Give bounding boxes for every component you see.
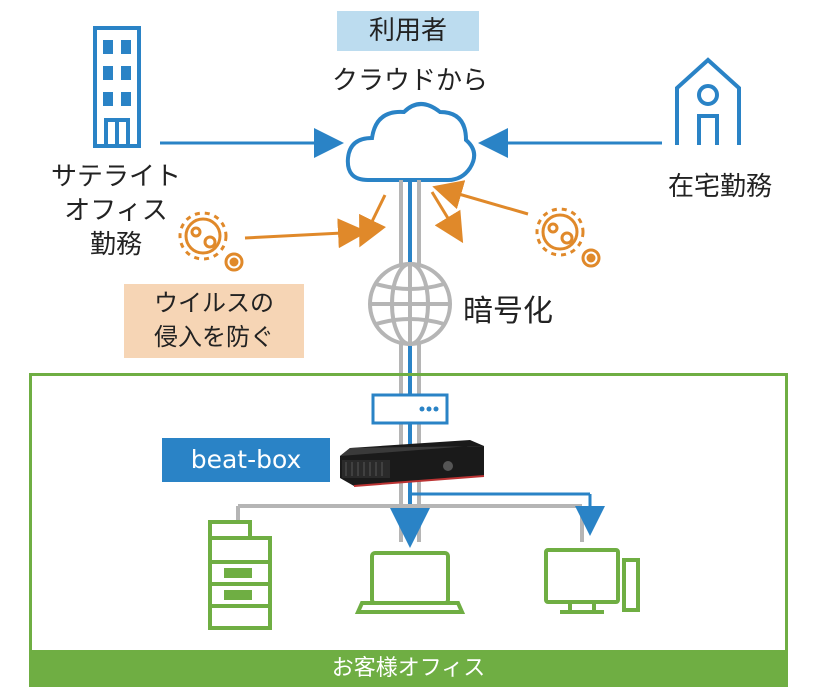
customer-office-label: お客様オフィス	[29, 650, 788, 687]
from-cloud-label: クラウドから	[331, 66, 488, 96]
laptop-icon	[354, 551, 466, 614]
satellite-office-line: オフィス	[64, 196, 168, 226]
printer-icon	[208, 520, 272, 630]
beat-box-label: beat-box	[162, 438, 330, 482]
globe-icon	[368, 262, 452, 346]
customer-office-frame	[29, 373, 788, 687]
virus-line: 侵入を防ぐ	[154, 323, 274, 351]
virus-gear-icon	[535, 207, 601, 268]
user-label: 利用者	[337, 11, 479, 51]
satellite-office-line: 勤務	[89, 230, 142, 260]
cloud-icon	[345, 102, 477, 182]
satellite-office-line: サテライト	[50, 162, 181, 192]
router-icon	[371, 393, 449, 425]
office-building-icon	[93, 26, 141, 148]
beat-box-device	[340, 440, 485, 487]
encryption-label: 暗号化	[463, 294, 553, 329]
satellite-office-label: サテライト オフィス 勤務	[36, 160, 196, 262]
remote-work-label: 在宅勤務	[667, 172, 772, 202]
virus-gear-icon	[178, 211, 244, 272]
virus-line: ウイルスの	[154, 289, 274, 317]
house-icon	[675, 57, 741, 145]
desktop-pc-icon	[544, 548, 640, 614]
virus-protection-label: ウイルスの 侵入を防ぐ	[124, 284, 304, 358]
